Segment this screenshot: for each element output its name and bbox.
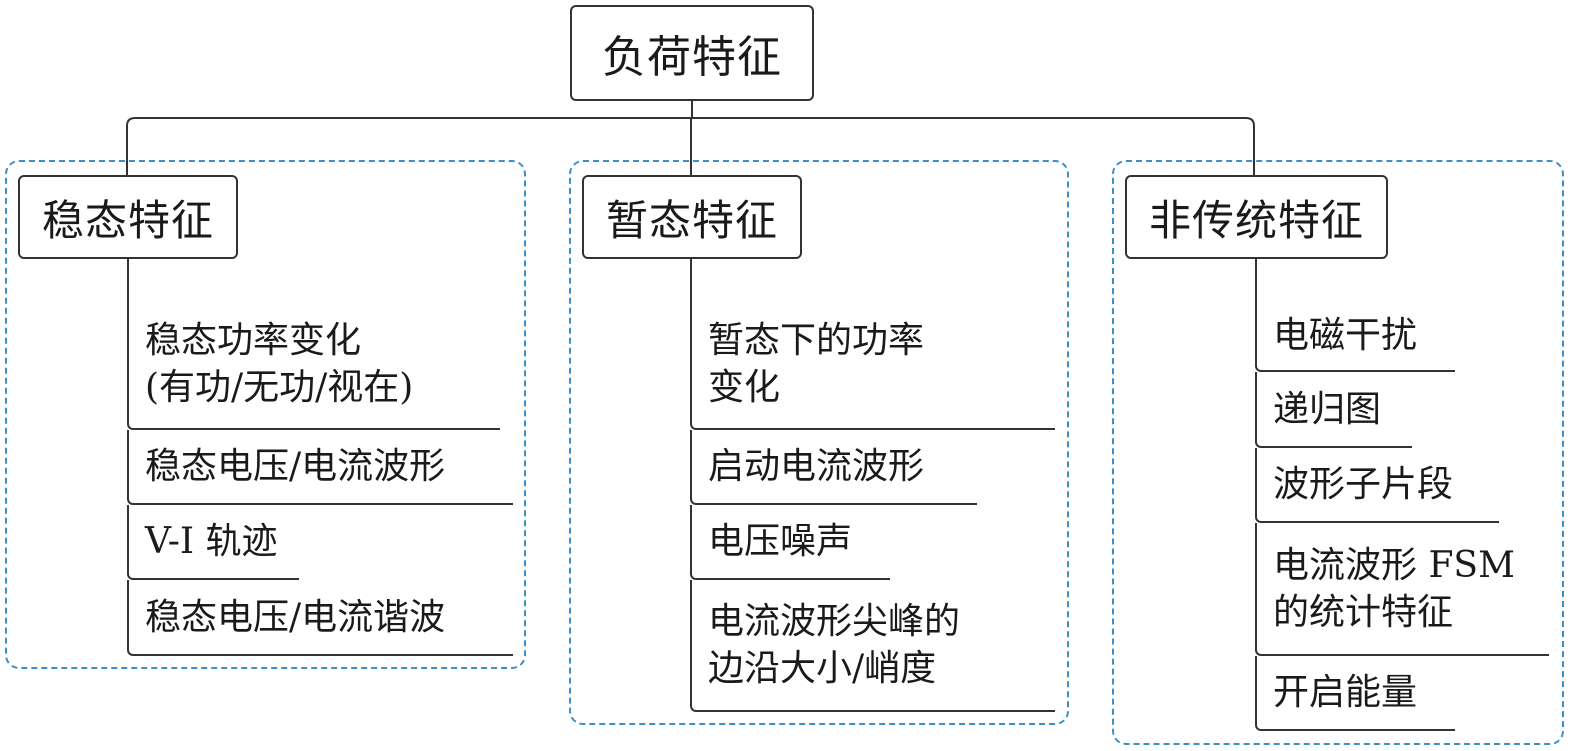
list-item: 稳态电压/电流波形 (127, 430, 513, 505)
item-label: 启动电流波形 (708, 446, 925, 487)
category-label: 稳态特征 (41, 195, 214, 245)
item-label: 电流波形 FSM 的统计特征 (1273, 544, 1515, 633)
root-label: 负荷特征 (602, 32, 782, 83)
item-label: 电压噪声 (708, 521, 853, 562)
category-node-nontraditional: 非传统特征 (1125, 175, 1388, 259)
item-label: 开启能量 (1273, 672, 1418, 713)
list-item: 稳态电压/电流谐波 (127, 580, 513, 656)
list-item: 电流波形 FSM 的统计特征 (1255, 523, 1549, 656)
category-label: 暂态特征 (605, 195, 778, 245)
transient-group-frame (569, 160, 1069, 725)
category-label: 非传统特征 (1148, 195, 1364, 245)
list-item: 电流波形尖峰的 边沿大小/峭度 (690, 580, 1055, 712)
category-node-transient: 暂态特征 (582, 175, 802, 259)
item-label: 电流波形尖峰的 边沿大小/峭度 (708, 601, 961, 689)
list-item: 电压噪声 (690, 505, 890, 580)
list-item: 开启能量 (1255, 656, 1455, 731)
steady-group-frame (5, 160, 526, 669)
list-item: V-I 轨迹 (127, 505, 299, 580)
item-label: 递归图 (1273, 388, 1382, 430)
root-node: 负荷特征 (570, 5, 814, 101)
item-label: 稳态电压/电流波形 (145, 446, 446, 487)
list-item: 递归图 (1255, 372, 1412, 448)
list-item: 波形子片段 (1255, 448, 1499, 523)
item-label: 电磁干扰 (1273, 314, 1418, 356)
category-node-steady: 稳态特征 (18, 175, 238, 259)
nontraditional-group-frame (1112, 160, 1564, 745)
item-label: 稳态电压/电流谐波 (145, 596, 446, 638)
list-item: 稳态功率变化 (有功/无功/视在) (127, 300, 500, 430)
item-label: 稳态功率变化 (有功/无功/视在) (145, 320, 414, 408)
item-label: 波形子片段 (1273, 464, 1454, 505)
list-item: 暂态下的功率 变化 (690, 300, 1055, 430)
list-item: 启动电流波形 (690, 430, 977, 505)
item-label: 暂态下的功率 变化 (708, 320, 925, 408)
list-item: 电磁干扰 (1255, 300, 1455, 372)
item-label: V-I 轨迹 (145, 521, 278, 562)
